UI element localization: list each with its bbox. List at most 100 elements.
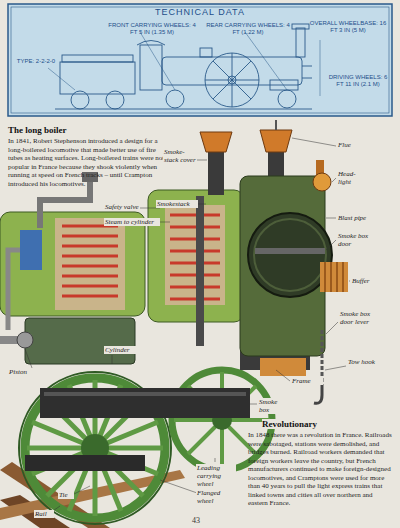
leader-lines	[326, 322, 338, 334]
spec-text: OVERALL WHEELBASE: 16 FT 3 IN (5 M)	[308, 20, 388, 34]
smokestacks	[260, 130, 292, 152]
leader-lines	[25, 349, 32, 368]
leader-lines	[250, 404, 257, 405]
blueprint-panel	[213, 61, 251, 99]
leader-lines	[72, 486, 90, 495]
body-text: In 1848 there was a revolution in France…	[248, 431, 394, 508]
buffers	[320, 262, 348, 292]
blueprint-panel	[140, 45, 162, 90]
blueprint-panel	[62, 55, 133, 62]
blueprint-panel	[55, 109, 312, 110]
blueprint-panel	[296, 28, 305, 57]
boiler	[196, 196, 204, 346]
steam-pipes	[8, 250, 20, 330]
smoke-box	[254, 219, 326, 291]
frame	[25, 455, 145, 471]
cylinder	[17, 332, 33, 348]
leader-lines	[326, 240, 336, 250]
blueprint-panel	[302, 66, 312, 67]
part-label: Smoke box door lever	[339, 310, 385, 326]
part-label: Smoke-stack cover	[163, 148, 197, 164]
part-label: Head-light	[337, 170, 369, 186]
buffers	[325, 262, 343, 292]
tow-hook	[314, 330, 322, 403]
boiler	[55, 218, 125, 310]
boiler	[62, 226, 118, 296]
spec-text: REAR CARRYING WHEELS: 4 FT (1.22 M)	[204, 22, 292, 36]
boiler	[62, 245, 118, 248]
spec-text: FRONT CARRYING WHEELS: 4 FT 5 IN (1.35 M…	[106, 22, 198, 36]
steam-pipes	[8, 172, 98, 330]
part-label: Frame	[291, 377, 323, 385]
leader-lines	[325, 366, 346, 370]
buffers	[336, 262, 338, 292]
blueprint-panel	[71, 91, 89, 109]
leader-lines	[332, 178, 336, 182]
boiler	[170, 274, 220, 277]
blueprint-panel	[140, 32, 175, 90]
boiler	[62, 255, 118, 258]
blueprint-panel	[60, 62, 135, 94]
part-label: Smoke box	[258, 398, 290, 414]
frame	[44, 392, 246, 396]
part-label: Leading carrying wheel	[196, 464, 236, 488]
page-number: 43	[192, 516, 212, 525]
smoke-box	[240, 176, 332, 356]
body-text: In 1841, Robert Stephenson introduced a …	[8, 137, 166, 188]
frame	[40, 388, 250, 418]
blueprint-panel	[48, 32, 320, 96]
panel-title: TECHNICAL DATA	[8, 7, 392, 17]
part-label: Cylinder	[104, 346, 140, 354]
boiler	[170, 286, 220, 289]
buffers	[330, 262, 332, 292]
part-label: Buffer	[351, 277, 393, 285]
head-light	[313, 160, 331, 191]
smoke-box	[255, 248, 325, 254]
blueprint-panel	[213, 61, 251, 99]
blueprint-panel	[302, 78, 312, 79]
leader-lines	[292, 138, 336, 146]
blueprint-panel	[205, 53, 259, 107]
blueprint-panel	[8, 4, 392, 116]
smokestacks	[275, 120, 277, 130]
boiler	[170, 215, 220, 299]
blueprint-panel	[200, 48, 212, 57]
blueprint-panel	[245, 32, 287, 90]
section-heading: Revolutionary	[262, 419, 372, 429]
blueprint-panel	[55, 24, 312, 109]
section-heading: The long boiler	[8, 125, 168, 135]
boiler	[0, 212, 145, 316]
tow-hook	[314, 385, 322, 403]
blueprint-panel	[292, 24, 309, 29]
buffers	[260, 358, 306, 376]
smoke-box	[248, 213, 332, 297]
boiler	[62, 235, 118, 238]
leader-lines	[276, 370, 290, 381]
data-panel: FRONT CARRYING WHEELS: 4 FT 5 IN (1.35 M…	[8, 4, 392, 116]
part-label: Flue	[337, 141, 379, 149]
boiler	[20, 230, 42, 270]
boiler	[62, 265, 118, 268]
boiler	[62, 295, 118, 298]
leader-lines	[112, 355, 113, 364]
boiler	[170, 250, 220, 253]
boiler	[170, 238, 220, 241]
spec-text: TYPE: 2-2-2-0	[14, 58, 58, 65]
boiler	[170, 262, 220, 265]
blueprint-panel	[11, 7, 389, 113]
part-label: Flanged wheel	[196, 489, 238, 505]
boiler	[170, 214, 220, 217]
boiler	[165, 205, 225, 305]
blueprint-panel	[106, 91, 124, 109]
cylinder	[0, 318, 135, 364]
part-label: Safety valve	[104, 203, 140, 211]
leader-lines	[349, 281, 350, 282]
head-light	[313, 173, 331, 191]
blueprint-panel	[48, 68, 75, 90]
blueprint-panel	[320, 40, 321, 96]
part-label: Smoke box door	[337, 232, 379, 248]
part-label: Blast pipe	[337, 214, 389, 222]
smokestacks	[200, 132, 232, 152]
leader-lines	[215, 458, 216, 462]
buffers	[342, 262, 344, 292]
